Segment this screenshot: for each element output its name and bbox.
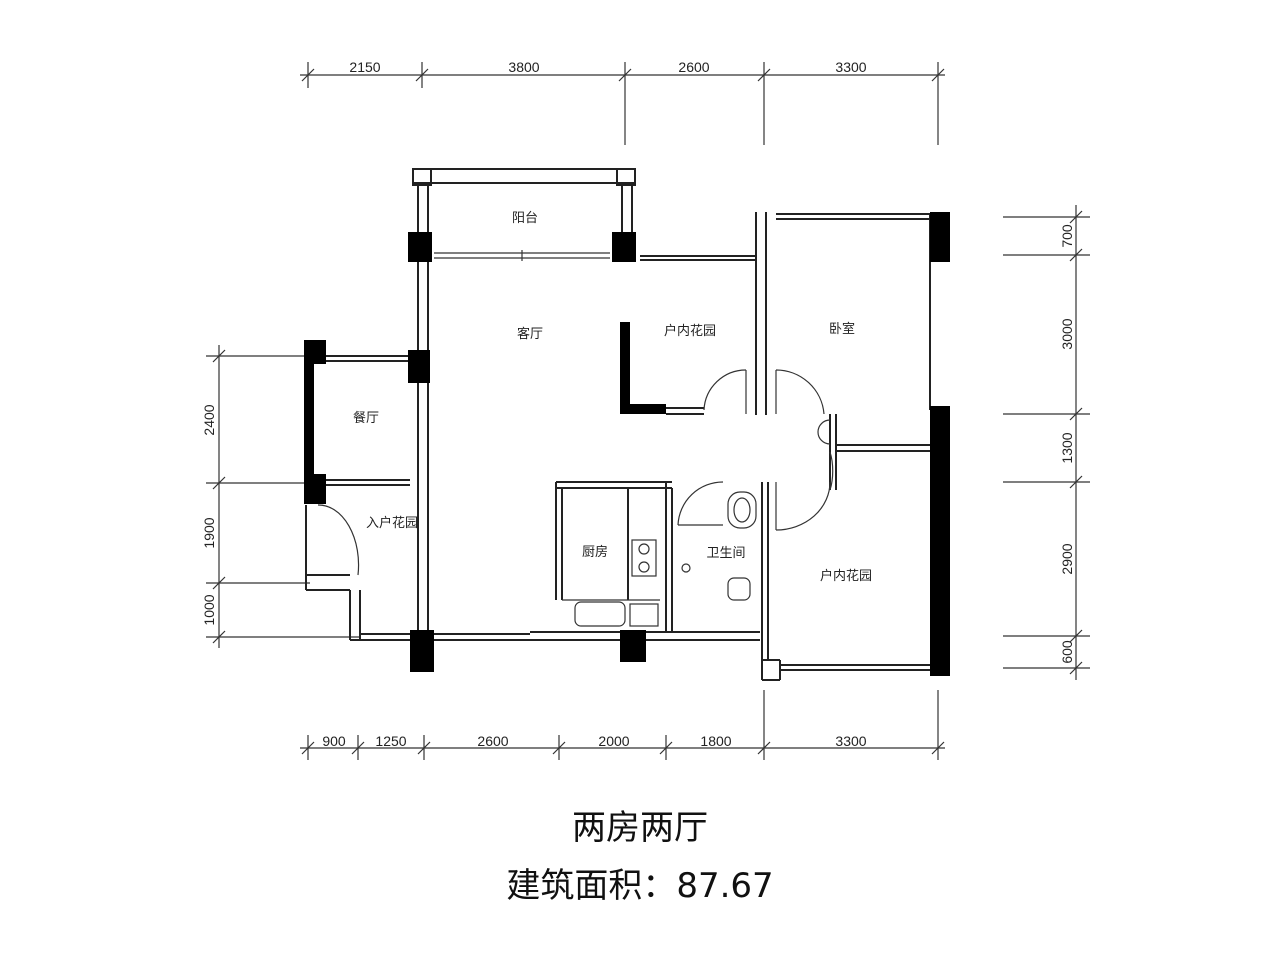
room-bedroom: 卧室 <box>829 321 855 337</box>
floor-plan: 2150 3800 2600 3300 900 1250 2600 2000 1… <box>201 59 1090 760</box>
room-entry-garden: 入户花园 <box>366 515 418 531</box>
room-balcony: 阳台 <box>512 211 538 226</box>
dim-top-2: 3800 <box>508 59 539 75</box>
dim-right-5: 600 <box>1059 640 1075 664</box>
dim-bottom-2: 1250 <box>375 733 406 749</box>
room-kitchen: 厨房 <box>582 544 608 560</box>
bottom-dimension-line: 900 1250 2600 2000 1800 3300 <box>300 690 945 760</box>
dim-bottom-5: 1800 <box>700 733 731 749</box>
dim-right-1: 700 <box>1059 224 1075 248</box>
room-dining: 餐厅 <box>353 410 379 426</box>
dim-right-4: 2900 <box>1059 543 1075 574</box>
building-area-caption: 建筑面积：87.67 <box>506 866 774 906</box>
dim-top-1: 2150 <box>349 59 380 75</box>
room-garden-right: 户内花园 <box>820 568 872 584</box>
dim-left-1: 2400 <box>201 404 217 435</box>
room-living: 客厅 <box>517 326 543 342</box>
room-labels: 阳台 客厅 户内花园 卧室 餐厅 入户花园 厨房 卫生间 户内花园 <box>353 211 872 584</box>
dim-right-3: 1300 <box>1059 432 1075 463</box>
top-dimension-line: 2150 3800 2600 3300 <box>300 59 945 145</box>
layout-type-caption: 两房两厅 <box>572 808 708 848</box>
columns <box>304 212 950 676</box>
right-dimension-line: 700 3000 1300 2900 600 <box>1003 205 1090 680</box>
room-bathroom: 卫生间 <box>706 546 745 561</box>
dim-bottom-6: 3300 <box>835 733 866 749</box>
dim-right-2: 3000 <box>1059 318 1075 349</box>
room-garden-top: 户内花园 <box>664 323 716 339</box>
left-dimension-line: 2400 1900 1000 <box>201 345 360 648</box>
dim-bottom-1: 900 <box>322 733 346 749</box>
dim-left-3: 1000 <box>201 594 217 625</box>
dim-top-4: 3300 <box>835 59 866 75</box>
dim-left-2: 1900 <box>201 517 217 548</box>
dim-bottom-4: 2000 <box>598 733 629 749</box>
dim-bottom-3: 2600 <box>477 733 508 749</box>
dim-top-3: 2600 <box>678 59 709 75</box>
